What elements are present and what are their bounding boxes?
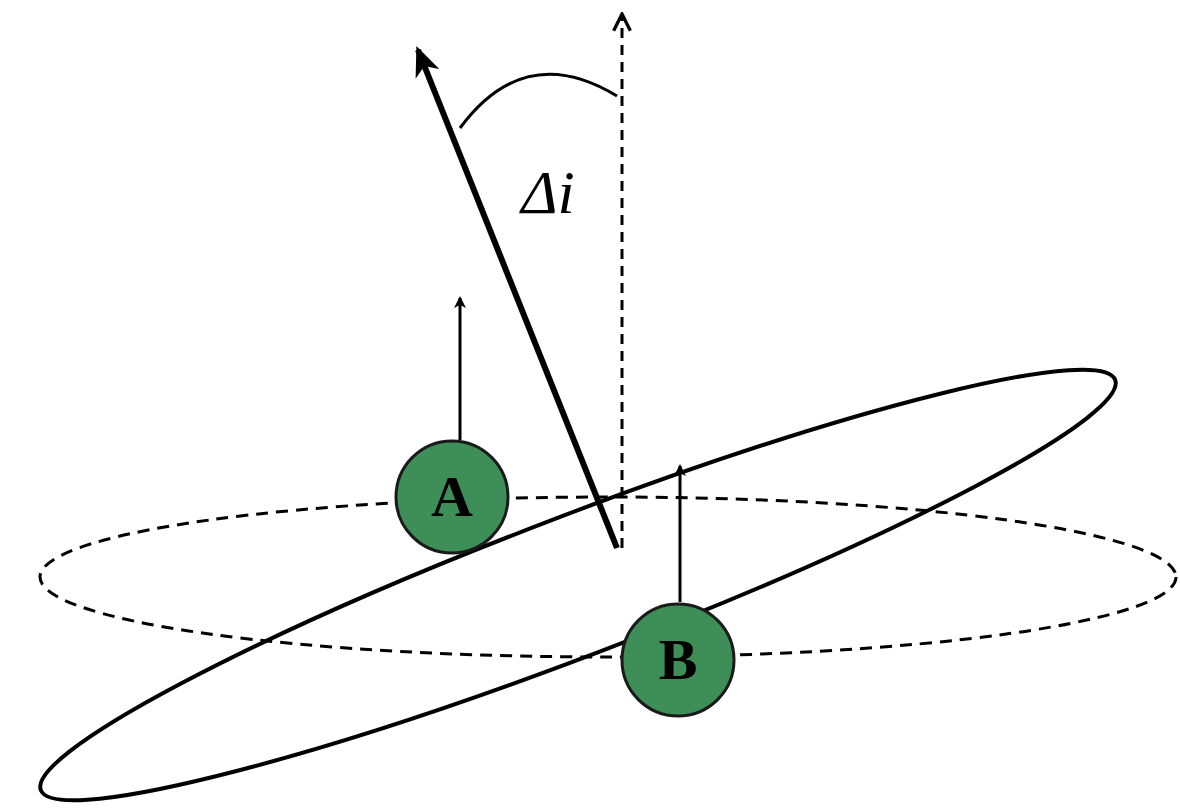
body-fill xyxy=(622,604,734,716)
angle-label: Δi xyxy=(521,161,575,223)
inclined-axis xyxy=(418,50,617,548)
body-letter: B xyxy=(659,631,698,689)
body-letter: A xyxy=(431,468,473,526)
body-circle: B xyxy=(620,602,736,718)
body-fill xyxy=(396,441,508,553)
body-circle: A xyxy=(394,439,510,555)
inclined-orbit xyxy=(16,314,1140,810)
angle-arc xyxy=(460,74,617,128)
reference-axis xyxy=(621,14,624,548)
spin-arrow xyxy=(679,466,682,602)
spin-arrow xyxy=(459,298,462,440)
